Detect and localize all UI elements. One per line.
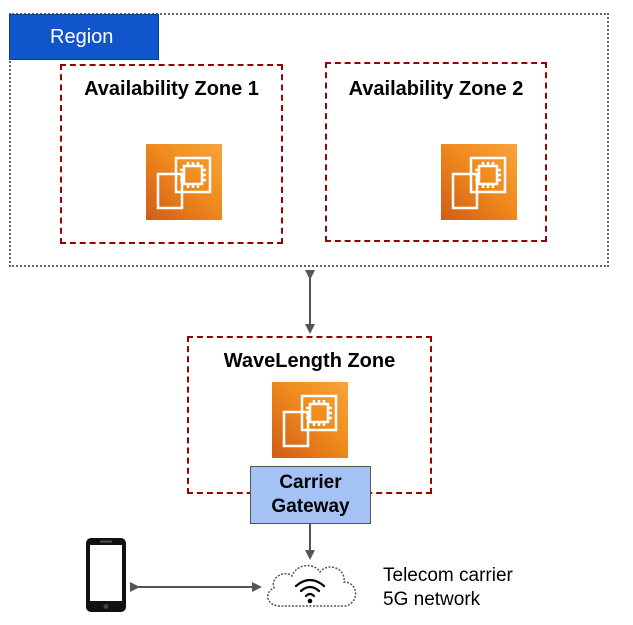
availability-zone-2 <box>325 62 547 242</box>
carrier-gateway-box: Carrier Gateway <box>250 466 371 524</box>
ec2-instance-icon <box>146 144 222 220</box>
ec2-instance-icon <box>441 144 517 220</box>
availability-zone-2-title: Availability Zone 2 <box>348 78 524 100</box>
availability-zone-1-title: Availability Zone 1 <box>84 78 259 100</box>
telecom-network-label: Telecom carrier 5G network <box>383 564 513 612</box>
region-boundary <box>9 13 609 267</box>
carrier-gateway-line2: Gateway <box>271 496 350 517</box>
telecom-line2: 5G network <box>383 589 481 610</box>
ec2-instance-icon <box>272 382 348 458</box>
smartphone-icon <box>85 537 127 618</box>
carrier-gateway-line1: Carrier <box>279 472 342 493</box>
availability-zone-1 <box>60 64 283 244</box>
wavelength-zone-title: WaveLength Zone <box>223 350 396 372</box>
wifi-cloud-icon <box>260 556 364 621</box>
region-label: Region <box>9 14 159 60</box>
telecom-line1: Telecom carrier <box>383 565 513 586</box>
